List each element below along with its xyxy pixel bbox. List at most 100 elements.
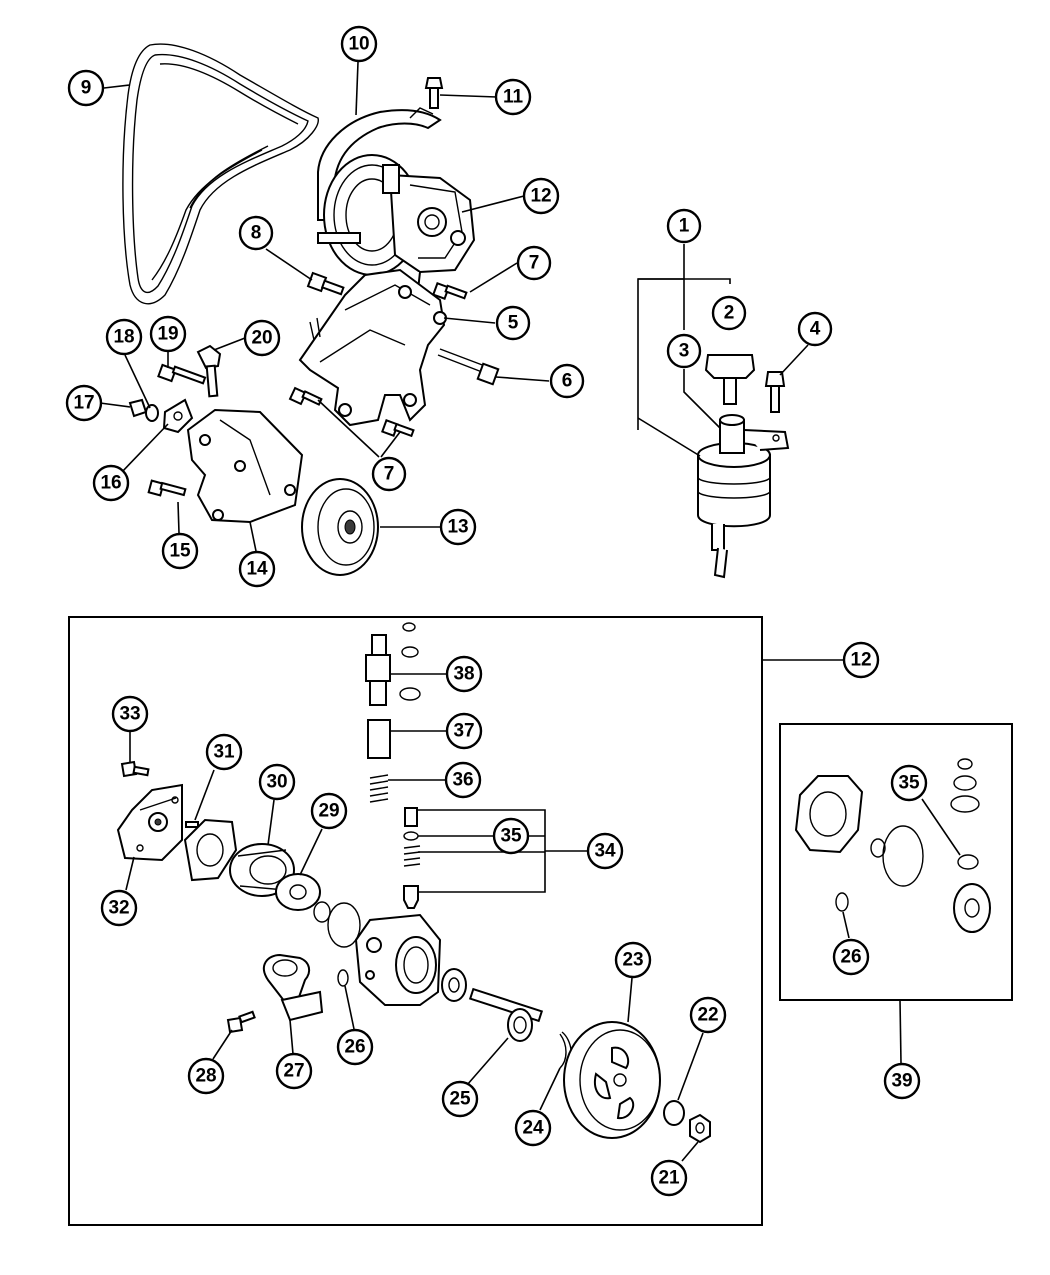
callout-14: 14	[238, 550, 276, 588]
svg-text:14: 14	[246, 559, 268, 580]
callout-34: 34	[586, 832, 624, 870]
svg-text:29: 29	[318, 801, 339, 822]
suction-fitting	[262, 953, 324, 1022]
callout-26-kit: 26	[832, 938, 870, 976]
pump-body	[354, 913, 442, 1006]
svg-text:7: 7	[529, 253, 540, 274]
svg-text:16: 16	[100, 473, 121, 494]
svg-text:27: 27	[283, 1061, 304, 1082]
svg-text:23: 23	[622, 950, 643, 971]
o-ring-35	[403, 831, 419, 841]
svg-text:6: 6	[562, 371, 573, 392]
svg-text:7: 7	[384, 464, 395, 485]
svg-text:15: 15	[169, 541, 191, 562]
callout-1: 1	[666, 208, 702, 244]
callout-9: 9	[67, 69, 105, 107]
callout-15: 15	[161, 532, 199, 570]
cover-gasket	[183, 818, 238, 882]
svg-text:25: 25	[449, 1089, 471, 1110]
callout-28: 28	[187, 1057, 225, 1095]
svg-text:37: 37	[453, 721, 474, 742]
callout-12-lower: 12	[842, 641, 880, 679]
callout-7-lower: 7	[371, 456, 407, 492]
callout-35-main: 35	[492, 817, 530, 855]
callout-10: 10	[340, 25, 378, 63]
seal-ring	[337, 969, 349, 987]
callout-4: 4	[797, 311, 833, 347]
svg-text:39: 39	[891, 1071, 912, 1092]
svg-text:32: 32	[108, 898, 129, 919]
dowel-pin	[185, 821, 199, 828]
callout-20: 20	[243, 319, 281, 357]
callout-30: 30	[258, 763, 296, 801]
callout-26-main: 26	[336, 1028, 374, 1066]
bolt-7-upper	[432, 282, 468, 300]
callout-16: 16	[92, 464, 130, 502]
svg-text:31: 31	[213, 742, 235, 763]
svg-text:12: 12	[530, 186, 551, 207]
power-steering-reservoir	[697, 414, 790, 579]
washer	[663, 1100, 685, 1126]
svg-text:1: 1	[679, 216, 690, 237]
callout-3: 3	[666, 333, 702, 369]
pump-exploded-view-frame	[68, 616, 763, 1226]
svg-text:19: 19	[157, 324, 178, 345]
seal-kit-contents	[794, 758, 991, 933]
svg-text:17: 17	[73, 393, 94, 414]
callout-18: 18	[105, 318, 143, 356]
svg-text:22: 22	[697, 1005, 718, 1026]
o-ring-38c	[399, 687, 421, 701]
callout-21: 21	[650, 1159, 688, 1197]
svg-text:11: 11	[503, 87, 524, 108]
callout-36: 36	[444, 761, 482, 799]
power-steering-pump	[317, 154, 476, 291]
o-ring-38a	[402, 622, 416, 632]
bolt-28	[226, 1010, 256, 1034]
pump-mounting-bracket	[298, 268, 447, 427]
callout-32: 32	[100, 889, 138, 927]
bolt-11	[424, 77, 444, 109]
svg-text:10: 10	[348, 34, 369, 55]
svg-text:35: 35	[898, 773, 920, 794]
callout-38: 38	[445, 655, 483, 693]
callout-6: 6	[549, 363, 585, 399]
svg-text:18: 18	[113, 327, 134, 348]
bracket-hardware	[128, 344, 222, 497]
bolt-8	[306, 271, 345, 296]
reservoir-cap	[704, 354, 756, 405]
leader-lines	[99, 61, 961, 1162]
idler-pulley	[301, 478, 379, 576]
bolt-4	[764, 371, 786, 413]
svg-text:5: 5	[508, 313, 519, 334]
callout-37: 37	[445, 712, 483, 750]
callout-24: 24	[514, 1109, 552, 1147]
bolt-33	[120, 760, 150, 778]
o-ring-large	[327, 902, 361, 948]
drive-belt	[122, 43, 319, 305]
callout-5: 5	[495, 305, 531, 341]
svg-text:24: 24	[522, 1118, 544, 1139]
drive-shaft	[468, 987, 544, 1042]
callout-27: 27	[275, 1052, 313, 1090]
callout-33: 33	[111, 695, 149, 733]
front-oil-seal	[441, 968, 467, 1002]
svg-text:30: 30	[266, 772, 287, 793]
svg-text:12: 12	[850, 650, 871, 671]
bolt-6	[437, 348, 500, 386]
svg-text:28: 28	[195, 1066, 216, 1087]
svg-text:2: 2	[724, 303, 735, 324]
seal-kit-frame	[779, 723, 1013, 1001]
callout-35-kit: 35	[890, 764, 928, 802]
pulley-shield	[317, 107, 442, 221]
pump-pulley	[563, 1021, 661, 1139]
svg-text:34: 34	[594, 841, 616, 862]
callout-31: 31	[205, 733, 243, 771]
rotor	[275, 873, 321, 911]
callout-12-upper: 12	[522, 177, 560, 215]
svg-text:20: 20	[251, 328, 272, 349]
callout-17: 17	[65, 384, 103, 422]
svg-text:33: 33	[119, 704, 140, 725]
svg-text:36: 36	[452, 770, 473, 791]
callout-2: 2	[711, 295, 747, 331]
